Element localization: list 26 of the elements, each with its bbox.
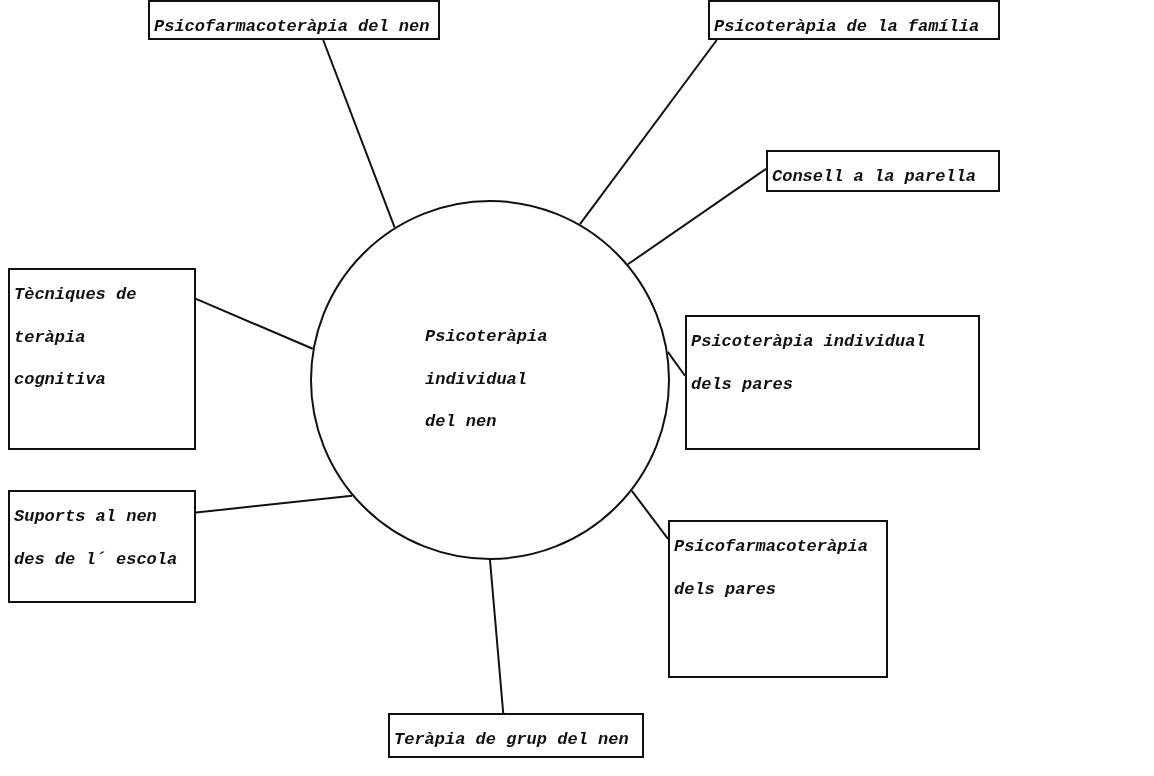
connector-line	[322, 39, 396, 229]
connector-line	[626, 167, 767, 266]
node-text: Psicofarmacoteràpia dels pares	[674, 536, 869, 601]
therapy-box	[708, 0, 1000, 40]
therapy-box	[8, 268, 196, 450]
connector-line	[579, 39, 718, 226]
therapy-box	[766, 150, 1000, 192]
node-text: Consell a la parella	[772, 166, 978, 188]
connector-line	[195, 494, 354, 514]
therapy-box	[148, 0, 440, 40]
node-text: Tècniques de teràpia cognitiva	[14, 284, 138, 391]
connector-line	[489, 559, 505, 714]
node-text: Psicoteràpia de la família	[714, 16, 981, 38]
node-text: Psicofarmacoteràpia del nen	[154, 16, 431, 38]
therapy-box	[388, 713, 644, 758]
center-circle	[310, 200, 670, 560]
connector-line	[195, 297, 314, 350]
connector-line	[630, 489, 669, 540]
therapy-box	[685, 315, 980, 450]
node-text: Psicoteràpia individual dels pares	[691, 331, 927, 396]
node-text: Suports al nen des de l´ escola	[14, 506, 179, 571]
therapy-box	[668, 520, 888, 678]
therapy-box	[8, 490, 196, 603]
connector-line	[666, 350, 686, 377]
node-text: Teràpia de grup del nen	[394, 729, 630, 751]
node-text: Psicoteràpia individual del nen	[425, 326, 549, 434]
